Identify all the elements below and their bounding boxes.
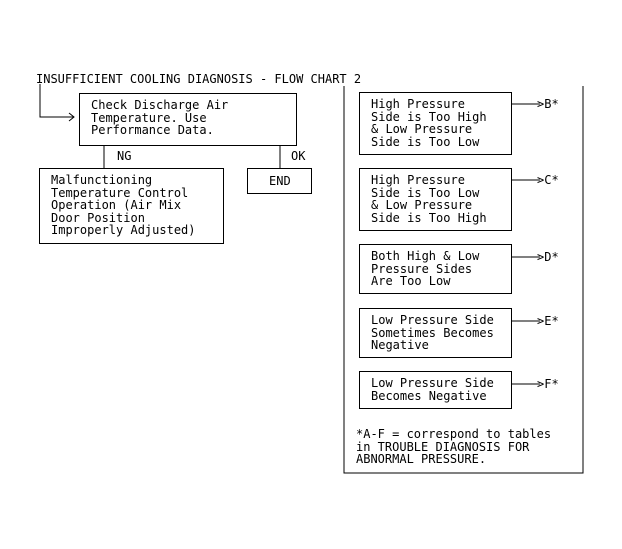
ng-label: NG: [117, 149, 132, 163]
ok-label: OK: [291, 149, 306, 163]
condition-box-f: Low Pressure Side Becomes Negative: [359, 371, 512, 409]
condition-box-d: Both High & Low Pressure Sides Are Too L…: [359, 244, 512, 294]
target-label-c: >C*: [537, 173, 559, 187]
chart-title: INSUFFICIENT COOLING DIAGNOSIS - FLOW CH…: [36, 72, 362, 86]
condition-box-b: High Pressure Side is Too High & Low Pre…: [359, 92, 512, 155]
condition-text-b: High Pressure Side is Too High & Low Pre…: [371, 97, 487, 149]
end-box-text: END: [269, 174, 291, 188]
condition-text-c: High Pressure Side is Too Low & Low Pres…: [371, 173, 487, 225]
ng-result-box: Malfunctioning Temperature Control Opera…: [39, 168, 224, 244]
target-label-d: >D*: [537, 250, 559, 264]
end-box: END: [247, 168, 312, 194]
start-box: Check Discharge Air Temperature. Use Per…: [79, 93, 297, 146]
condition-box-e: Low Pressure Side Sometimes Becomes Nega…: [359, 308, 512, 358]
entry-connector: [39, 84, 74, 118]
target-label-f: >F*: [537, 377, 559, 391]
condition-box-c: High Pressure Side is Too Low & Low Pres…: [359, 168, 512, 231]
start-box-text: Check Discharge Air Temperature. Use Per…: [91, 98, 229, 138]
condition-text-d: Both High & Low Pressure Sides Are Too L…: [371, 249, 480, 289]
entry-arrowhead: [68, 112, 75, 122]
ng-result-text: Malfunctioning Temperature Control Opera…: [51, 173, 196, 238]
condition-text-e: Low Pressure Side Sometimes Becomes Nega…: [371, 313, 494, 353]
condition-frame: [343, 86, 584, 474]
target-label-b: >B*: [537, 97, 559, 111]
target-label-e: >E*: [537, 314, 559, 328]
condition-text-f: Low Pressure Side Becomes Negative: [371, 376, 494, 403]
footnote: *A-F = correspond to tables in TROUBLE D…: [356, 427, 552, 467]
